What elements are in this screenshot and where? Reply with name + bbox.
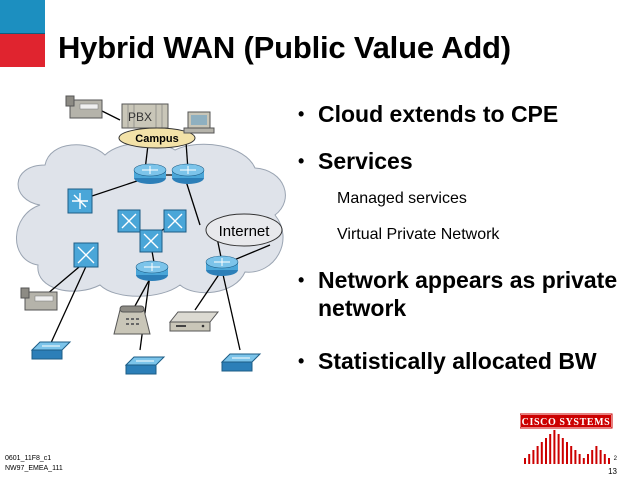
- svg-text:PBX: PBX: [128, 110, 152, 124]
- switch-4: [139, 229, 163, 253]
- red-square: [0, 34, 45, 67]
- slide-title: Hybrid WAN (Public Value Add): [58, 30, 511, 65]
- router-4: [205, 255, 239, 276]
- campus-label: Campus: [118, 127, 196, 149]
- logo-bar: [574, 450, 577, 464]
- logo-bar: [591, 450, 594, 464]
- logo-bar: [545, 438, 547, 464]
- network-diagram: PBX Campus: [16, 95, 286, 375]
- logo-bar: [578, 454, 581, 464]
- router-2: [171, 163, 205, 184]
- bullet-private-network: •Network appears as private network: [298, 267, 618, 321]
- lan-switch-3: [220, 353, 262, 372]
- logo-bar: [553, 430, 556, 464]
- switch-2: [117, 209, 141, 233]
- lan-switch-2: [124, 356, 166, 375]
- footer-code-line2: NW97_EMEA_111: [5, 465, 63, 472]
- logo-bar: [528, 454, 531, 464]
- bullet-services: •Services: [298, 148, 413, 174]
- phone-device: [113, 305, 151, 335]
- sub-bullet-vpn: Virtual Private Network: [337, 226, 500, 243]
- switch-1: [67, 188, 93, 214]
- blue-square: [0, 0, 45, 34]
- bullet-cloud: •Cloud extends to CPE: [298, 101, 559, 127]
- logo-bar: [587, 454, 589, 464]
- logo-bar: [524, 458, 526, 464]
- logo-bar: [595, 446, 598, 464]
- logo-bar: [566, 442, 568, 464]
- cisco-systems-logo: CISCO SYSTEMS: [519, 410, 620, 470]
- logo-bar: [608, 458, 610, 464]
- logo-bar: [599, 450, 602, 464]
- footer-code-line1: 0601_11F8_c1: [5, 455, 52, 462]
- fax-device-top: [65, 95, 103, 119]
- router-3: [135, 260, 169, 281]
- svg-text:Campus: Campus: [135, 133, 178, 145]
- logo-bar: [582, 458, 585, 464]
- logo-bar: [570, 446, 573, 464]
- lan-switch-1: [30, 341, 72, 360]
- logo-bar: [540, 442, 543, 464]
- logo-bar: [532, 450, 535, 464]
- page-number-small: 2: [613, 456, 617, 462]
- workstation-top: [183, 111, 215, 134]
- switch-5: [73, 242, 99, 268]
- switch-3: [163, 209, 187, 233]
- svg-text:Internet: Internet: [219, 223, 271, 240]
- svg-text:CISCO SYSTEMS: CISCO SYSTEMS: [522, 417, 611, 428]
- logo-bar: [536, 446, 539, 464]
- pbx-box: PBX: [121, 103, 169, 129]
- router-1: [133, 163, 167, 184]
- fax-device-bottom: [20, 287, 58, 311]
- logo-bar: [557, 434, 560, 464]
- sub-bullet-managed: Managed services: [337, 190, 467, 207]
- logo-bar: [603, 454, 606, 464]
- internet-label: Internet: [205, 213, 283, 247]
- logo-bar: [549, 434, 552, 464]
- page-number: 13: [608, 467, 617, 476]
- logo-bar: [561, 438, 564, 464]
- modem-device: [168, 311, 220, 332]
- bullet-bandwidth: •Statistically allocated BW: [298, 348, 597, 374]
